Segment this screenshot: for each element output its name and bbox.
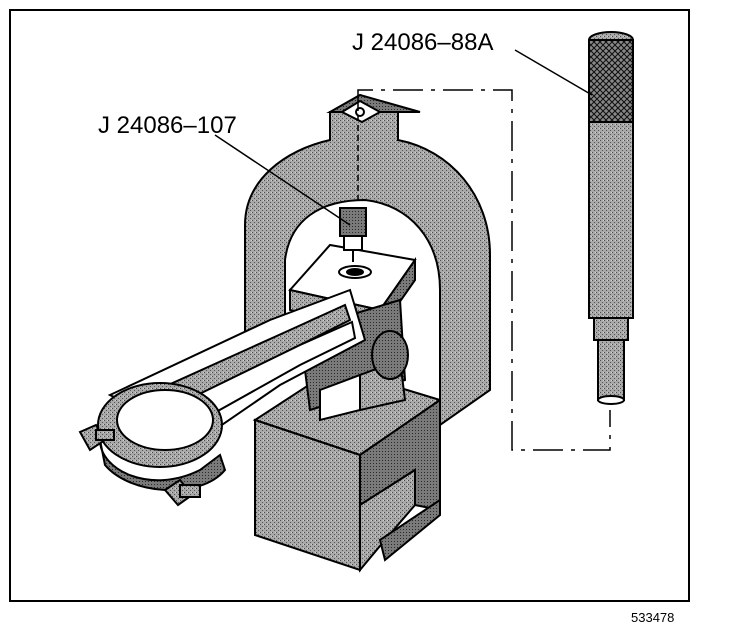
dashed-alignment-line [357, 89, 611, 451]
callout-driver-label: J 24086–88A [352, 29, 494, 56]
leader-88a [514, 49, 593, 96]
press-frame-arch [244, 93, 491, 427]
figure-border [9, 9, 690, 602]
callout-pilot-label: J 24086–107 [98, 112, 237, 139]
figure-number: 533478 [631, 610, 675, 625]
rod-bolt-right [163, 478, 201, 507]
rod-bolt-left [78, 423, 115, 452]
driver-tool [588, 31, 634, 405]
leader-107 [214, 134, 351, 226]
leader-lines [214, 49, 611, 451]
connecting-rod [78, 288, 409, 507]
